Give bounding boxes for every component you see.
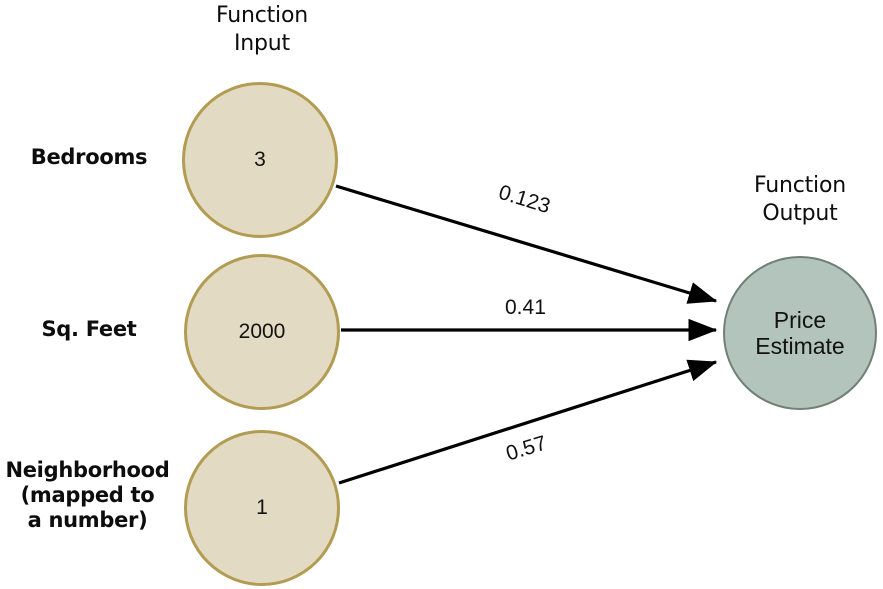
header-function-input-line1: Function: [216, 3, 308, 28]
header-function-input-line2: Input: [234, 30, 290, 56]
header-function-input: Function Input: [190, 2, 334, 57]
input-label-neighborhood-line1: Neighborhood: [5, 458, 170, 482]
input-label-sq-feet: Sq. Feet: [0, 317, 178, 342]
input-label-neighborhood-line2: (mapped to: [20, 482, 155, 507]
input-node-bedrooms[interactable]: 3: [182, 82, 338, 238]
edge-neighborhood-to-price: [338, 359, 718, 485]
output-node-value-line2: Estimate: [755, 333, 845, 359]
input-node-sq-feet[interactable]: 2000: [184, 254, 340, 410]
input-label-neighborhood-line3: a number): [27, 507, 148, 532]
input-node-neighborhood[interactable]: 1: [184, 430, 340, 586]
input-label-bedrooms-line1: Bedrooms: [30, 145, 148, 169]
output-node-price-estimate-value: Price Estimate: [755, 307, 844, 360]
header-function-output: Function Output: [728, 172, 872, 227]
input-node-neighborhood-value: 1: [256, 495, 268, 519]
output-node-value-line1: Price: [773, 306, 827, 333]
edge-bedrooms-to-price: [335, 184, 718, 304]
header-function-output-line2: Output: [762, 200, 838, 226]
input-label-neighborhood: Neighborhood (mapped to a number): [0, 458, 180, 532]
input-node-bedrooms-value: 3: [254, 147, 266, 171]
header-function-output-line1: Function: [754, 173, 846, 198]
edge-weight-sq-feet: 0.41: [505, 296, 546, 319]
input-label-bedrooms: Bedrooms: [0, 145, 178, 170]
output-node-price-estimate[interactable]: Price Estimate: [723, 256, 877, 410]
input-node-sq-feet-value: 2000: [238, 319, 286, 343]
input-label-sq-feet-line1: Sq. Feet: [41, 317, 137, 341]
